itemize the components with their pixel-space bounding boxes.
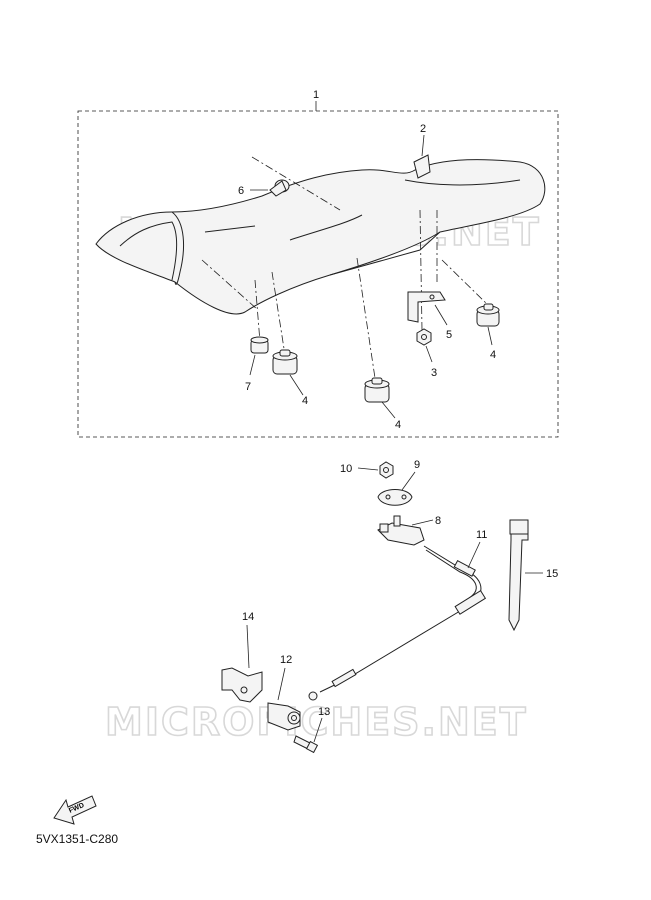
callout-7[interactable]: 7 [245, 381, 251, 393]
bracket-part-5[interactable] [407, 291, 446, 323]
nut-part-3[interactable] [416, 328, 432, 346]
callout-4a[interactable]: 4 [302, 395, 308, 407]
seat-lock-part-8[interactable] [377, 515, 425, 546]
callout-2[interactable]: 2 [420, 123, 426, 135]
callout-10[interactable]: 10 [340, 463, 352, 475]
watermark-bottom: MICROFICHES.NET [105, 700, 528, 744]
bracket-part-14[interactable] [221, 667, 263, 703]
seat[interactable] [95, 159, 546, 315]
callout-13[interactable]: 13 [318, 706, 330, 718]
diagram-code: 5VX1351-C280 [36, 832, 119, 846]
fwd-arrow-icon: FWD [53, 795, 97, 825]
callout-1[interactable]: 1 [313, 89, 319, 101]
damper-part-4c[interactable] [476, 303, 500, 327]
seat-strap[interactable] [413, 154, 431, 179]
callout-9[interactable]: 9 [414, 459, 420, 471]
damper-part-7[interactable] [250, 336, 269, 354]
rivet-part-6[interactable] [269, 179, 290, 197]
callout-15[interactable]: 15 [546, 568, 558, 580]
callout-3[interactable]: 3 [431, 367, 437, 379]
seat-lock-cable-part-11[interactable] [308, 545, 487, 701]
callout-8[interactable]: 8 [435, 515, 441, 527]
callout-11[interactable]: 11 [476, 529, 487, 541]
seat-assembly-box [77, 110, 559, 438]
nut-part-10[interactable] [379, 461, 394, 479]
plate-part-9[interactable] [377, 489, 413, 506]
callout-4b[interactable]: 4 [395, 419, 401, 431]
callout-6[interactable]: 6 [238, 185, 244, 197]
callout-5[interactable]: 5 [446, 329, 452, 341]
damper-part-4b[interactable] [364, 377, 390, 403]
callout-14[interactable]: 14 [242, 611, 254, 623]
cable-tie-part-15[interactable] [508, 519, 529, 632]
bolt-part-13[interactable] [293, 735, 319, 754]
cable-holder-part-12[interactable] [267, 702, 301, 731]
callout-12[interactable]: 12 [280, 654, 292, 666]
callout-4c[interactable]: 4 [490, 349, 496, 361]
damper-part-4a[interactable] [272, 349, 298, 375]
